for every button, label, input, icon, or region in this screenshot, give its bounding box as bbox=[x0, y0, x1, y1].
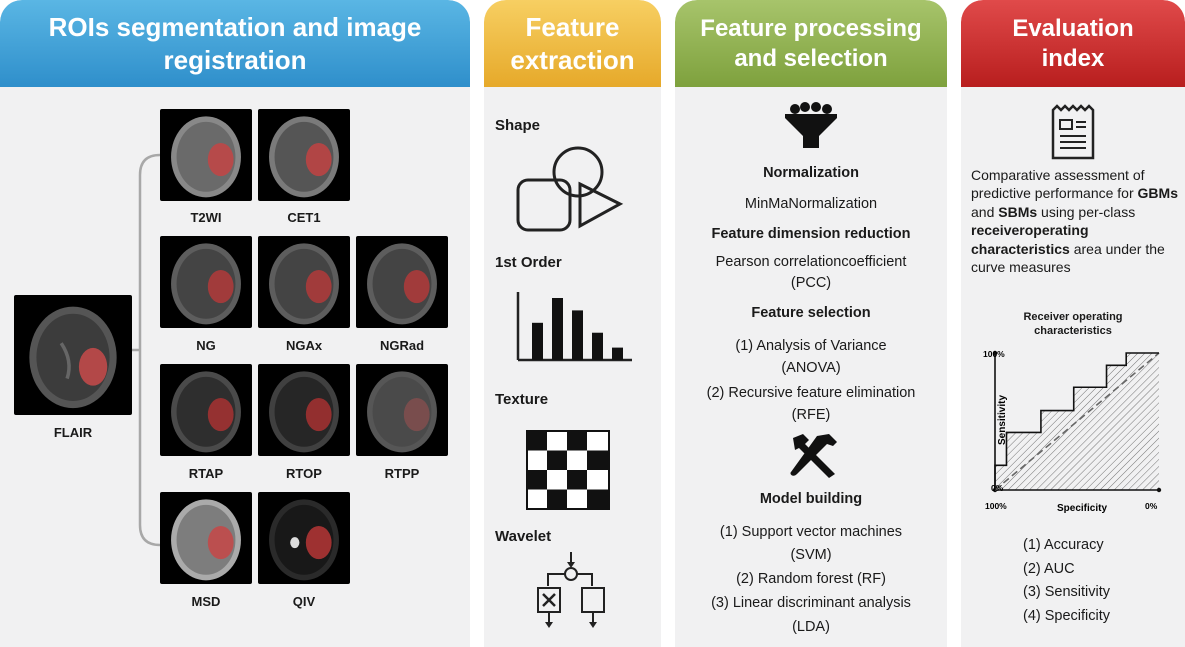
feature-processing-header: Feature processing and selection bbox=[675, 0, 947, 87]
model-item-3b: (LDA) bbox=[792, 619, 830, 635]
roi-title-line1: ROIs segmentation and image bbox=[48, 12, 422, 42]
selection-item-2b: (RFE) bbox=[791, 407, 831, 423]
cet1-image bbox=[258, 109, 350, 201]
texture-icon bbox=[526, 430, 610, 510]
feature-extraction-header: Feature extraction bbox=[484, 0, 661, 87]
ngrad-image bbox=[356, 236, 448, 328]
eval-title-line2: index bbox=[1041, 44, 1105, 72]
funnel-icon bbox=[785, 102, 837, 148]
roi-title-line2: registration bbox=[163, 44, 307, 75]
qiv-image bbox=[258, 492, 350, 584]
reduction-line1: Pearson correlationcoefficient bbox=[715, 254, 907, 270]
ngax-image bbox=[258, 236, 350, 328]
roc-axis-dot bbox=[992, 350, 998, 356]
first-order-title: 1st Order bbox=[495, 254, 562, 271]
flair-image bbox=[14, 295, 132, 415]
y-axis-label: Sensitivity bbox=[997, 395, 1008, 445]
normalization-text: MinMaNormalization bbox=[744, 196, 878, 212]
histogram-bar bbox=[552, 298, 563, 360]
msd-image bbox=[160, 492, 252, 584]
model-item-1b: (SVM) bbox=[790, 547, 832, 563]
metric-specificity: (4) Specificity bbox=[1023, 608, 1111, 624]
t2wi-image bbox=[160, 109, 252, 201]
selection-item-1a: (1) Analysis of Variance bbox=[735, 338, 887, 354]
roc-reference-line bbox=[994, 352, 1160, 491]
feature-extraction-panel: Feature extraction Shape 1st Order Textu… bbox=[484, 0, 661, 647]
histogram-bar bbox=[532, 322, 543, 360]
rtop-image bbox=[258, 364, 350, 456]
ng-label: NG bbox=[196, 338, 216, 353]
roi-panel: ROIs segmentation and image registration… bbox=[0, 0, 470, 647]
rtpp-image bbox=[356, 364, 448, 456]
fp-title-line1: Feature processing bbox=[700, 14, 922, 42]
eval-title-line1: Evaluation bbox=[1012, 14, 1134, 42]
metric-accuracy: (1) Accuracy bbox=[1023, 537, 1104, 553]
t2wi-label: T2WI bbox=[190, 210, 222, 225]
ng-image bbox=[160, 236, 252, 328]
evaluation-panel: Evaluation index Comparative assessment … bbox=[961, 0, 1185, 647]
histogram-bar bbox=[572, 310, 583, 360]
shape-icon bbox=[516, 146, 624, 232]
texture-title: Texture bbox=[495, 391, 549, 408]
roc-chart: 100% 0% 100% 0% Specificity Sensitivity bbox=[983, 349, 1162, 514]
y-bottom-label: 0% bbox=[991, 483, 1004, 493]
fe-title-line2: extraction bbox=[510, 44, 635, 75]
rtap-image bbox=[160, 364, 252, 456]
wavelet-icon bbox=[537, 552, 605, 628]
fp-title-line2: and selection bbox=[734, 44, 888, 72]
roc-axis-dot bbox=[1156, 487, 1162, 493]
model-item-3a: (3) Linear discriminant analysis bbox=[711, 595, 911, 611]
metric-auc: (2) AUC bbox=[1023, 561, 1075, 577]
ngax-label: NGAx bbox=[285, 338, 323, 353]
roi-panel-header: ROIs segmentation and image registration bbox=[0, 0, 470, 87]
normalization-title: Normalization bbox=[763, 165, 859, 181]
flair-label: FLAIR bbox=[53, 425, 93, 440]
selection-item-1b: (ANOVA) bbox=[781, 360, 841, 376]
x-left-label: 100% bbox=[985, 501, 1007, 511]
histogram-icon bbox=[516, 292, 632, 362]
msd-label: MSD bbox=[191, 594, 221, 609]
fe-title-line1: Feature bbox=[525, 12, 620, 42]
y-top-label: 100% bbox=[983, 349, 1005, 359]
reduction-line2: (PCC) bbox=[790, 275, 832, 291]
selection-item-2a: (2) Recursive feature elimination bbox=[706, 385, 916, 401]
evaluation-description: Comparative assessment of predictive per… bbox=[971, 167, 1178, 276]
feature-processing-panel: Feature processing and selection Normali… bbox=[675, 0, 947, 647]
x-axis-label: Specificity bbox=[1057, 503, 1107, 514]
reduction-title: Feature dimension reduction bbox=[711, 226, 911, 242]
metric-sensitivity: (3) Sensitivity bbox=[1023, 584, 1111, 600]
x-right-label: 0% bbox=[1145, 501, 1158, 511]
hammer-tools-icon bbox=[790, 434, 837, 478]
rtpp-label: RTPP bbox=[384, 466, 420, 481]
shape-title: Shape bbox=[495, 117, 541, 134]
model-item-1a: (1) Support vector machines bbox=[719, 524, 903, 540]
rtop-label: RTOP bbox=[286, 466, 322, 481]
roc-curve bbox=[994, 352, 1159, 490]
rtap-label: RTAP bbox=[188, 466, 224, 481]
qiv-label: QIV bbox=[292, 594, 316, 609]
evaluation-header: Evaluation index bbox=[961, 0, 1185, 87]
histogram-bar bbox=[592, 332, 603, 360]
selection-title: Feature selection bbox=[751, 305, 871, 321]
wavelet-title: Wavelet bbox=[495, 528, 552, 545]
model-item-2: (2) Random forest (RF) bbox=[736, 571, 886, 587]
report-icon bbox=[1051, 104, 1095, 160]
histogram-bar bbox=[612, 347, 623, 360]
cet1-label: CET1 bbox=[287, 210, 321, 225]
model-title: Model building bbox=[759, 491, 863, 507]
ngrad-label: NGRad bbox=[379, 338, 425, 353]
